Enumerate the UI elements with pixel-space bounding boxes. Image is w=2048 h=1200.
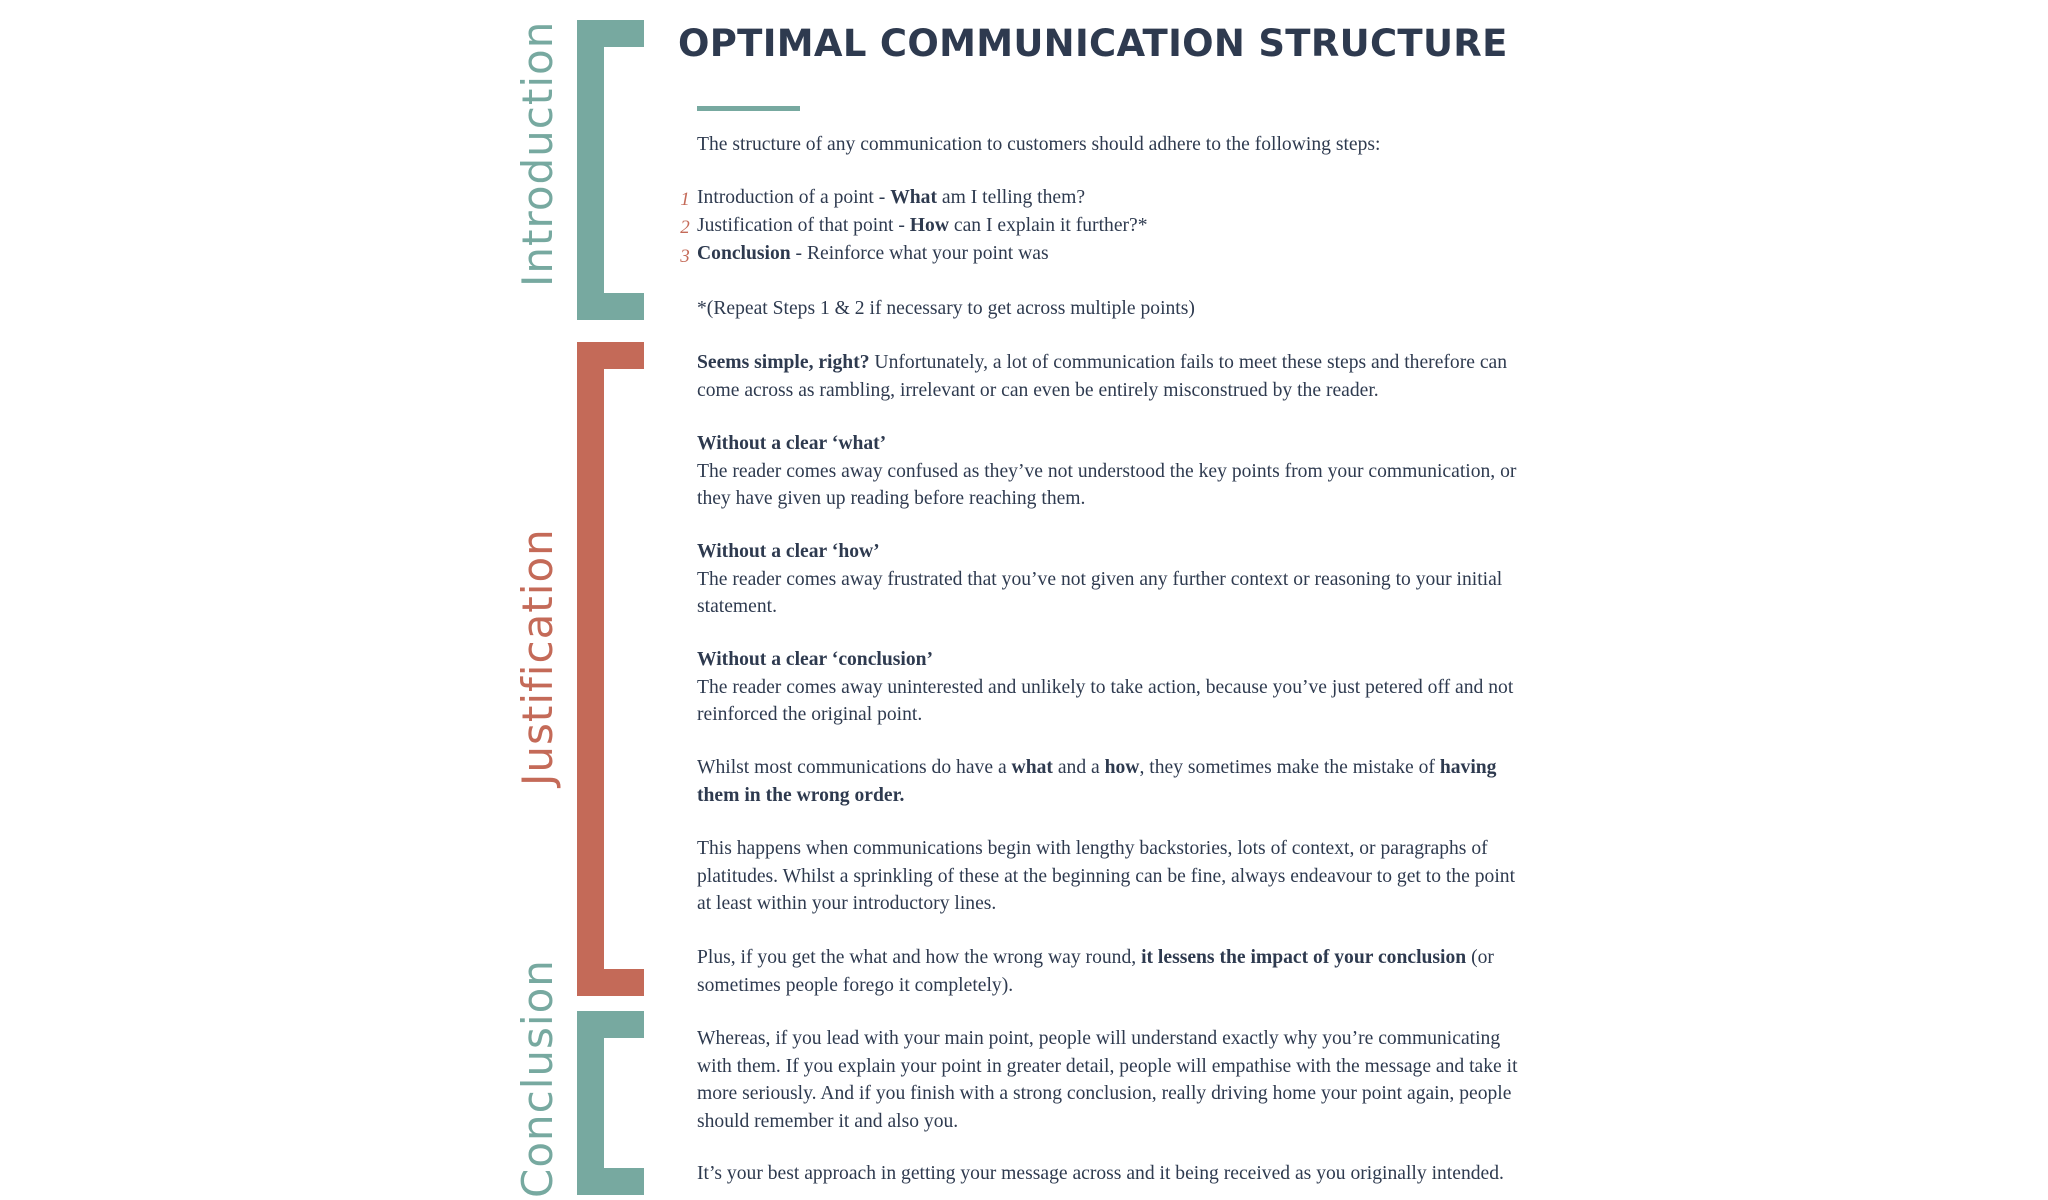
conclusion-heading: Without a clear ‘conclusion’: [697, 649, 934, 670]
step-number: 1: [680, 189, 690, 210]
conclusion-label: Conclusion: [513, 959, 562, 1198]
conclusion-section: Without a clear ‘conclusion’The reader c…: [697, 649, 1514, 726]
step-number: 3: [680, 246, 690, 267]
seems-simple-paragraph: Seems simple, right? Unfortunately, a lo…: [697, 352, 1508, 401]
step-item: Introduction of a point - What am I tell…: [697, 187, 1086, 208]
what-section: Without a clear ‘what’The reader comes a…: [697, 433, 1517, 510]
repeat-note: *(Repeat Steps 1 & 2 if necessary to get…: [697, 298, 1195, 319]
justification-label: Justification: [513, 528, 562, 786]
order-paragraph: Whilst most communications do have a wha…: [697, 757, 1497, 806]
intro-paragraph: The structure of any communication to cu…: [697, 134, 1381, 155]
introduction-label: Introduction: [513, 20, 562, 287]
introduction-bracket: [577, 20, 644, 320]
page-title: OPTIMAL COMMUNICATION STRUCTURE: [678, 22, 1508, 65]
step-item: Conclusion - Reinforce what your point w…: [697, 243, 1049, 264]
how-heading: Without a clear ‘how’: [697, 541, 880, 562]
step-item: Justification of that point - How can I …: [697, 215, 1148, 236]
justification-bracket: [577, 342, 644, 996]
how-section: Without a clear ‘how’The reader comes aw…: [697, 541, 1503, 618]
title-underline: [697, 106, 800, 111]
closing-paragraph: It’s your best approach in getting your …: [697, 1163, 1504, 1184]
happens-paragraph: This happens when communications begin w…: [697, 838, 1516, 915]
whereas-paragraph: Whereas, if you lead with your main poin…: [697, 1028, 1518, 1132]
plus-paragraph: Plus, if you get the what and how the wr…: [697, 947, 1494, 996]
step-number: 2: [680, 217, 690, 238]
conclusion-bracket: [577, 1011, 644, 1195]
what-heading: Without a clear ‘what’: [697, 433, 887, 454]
